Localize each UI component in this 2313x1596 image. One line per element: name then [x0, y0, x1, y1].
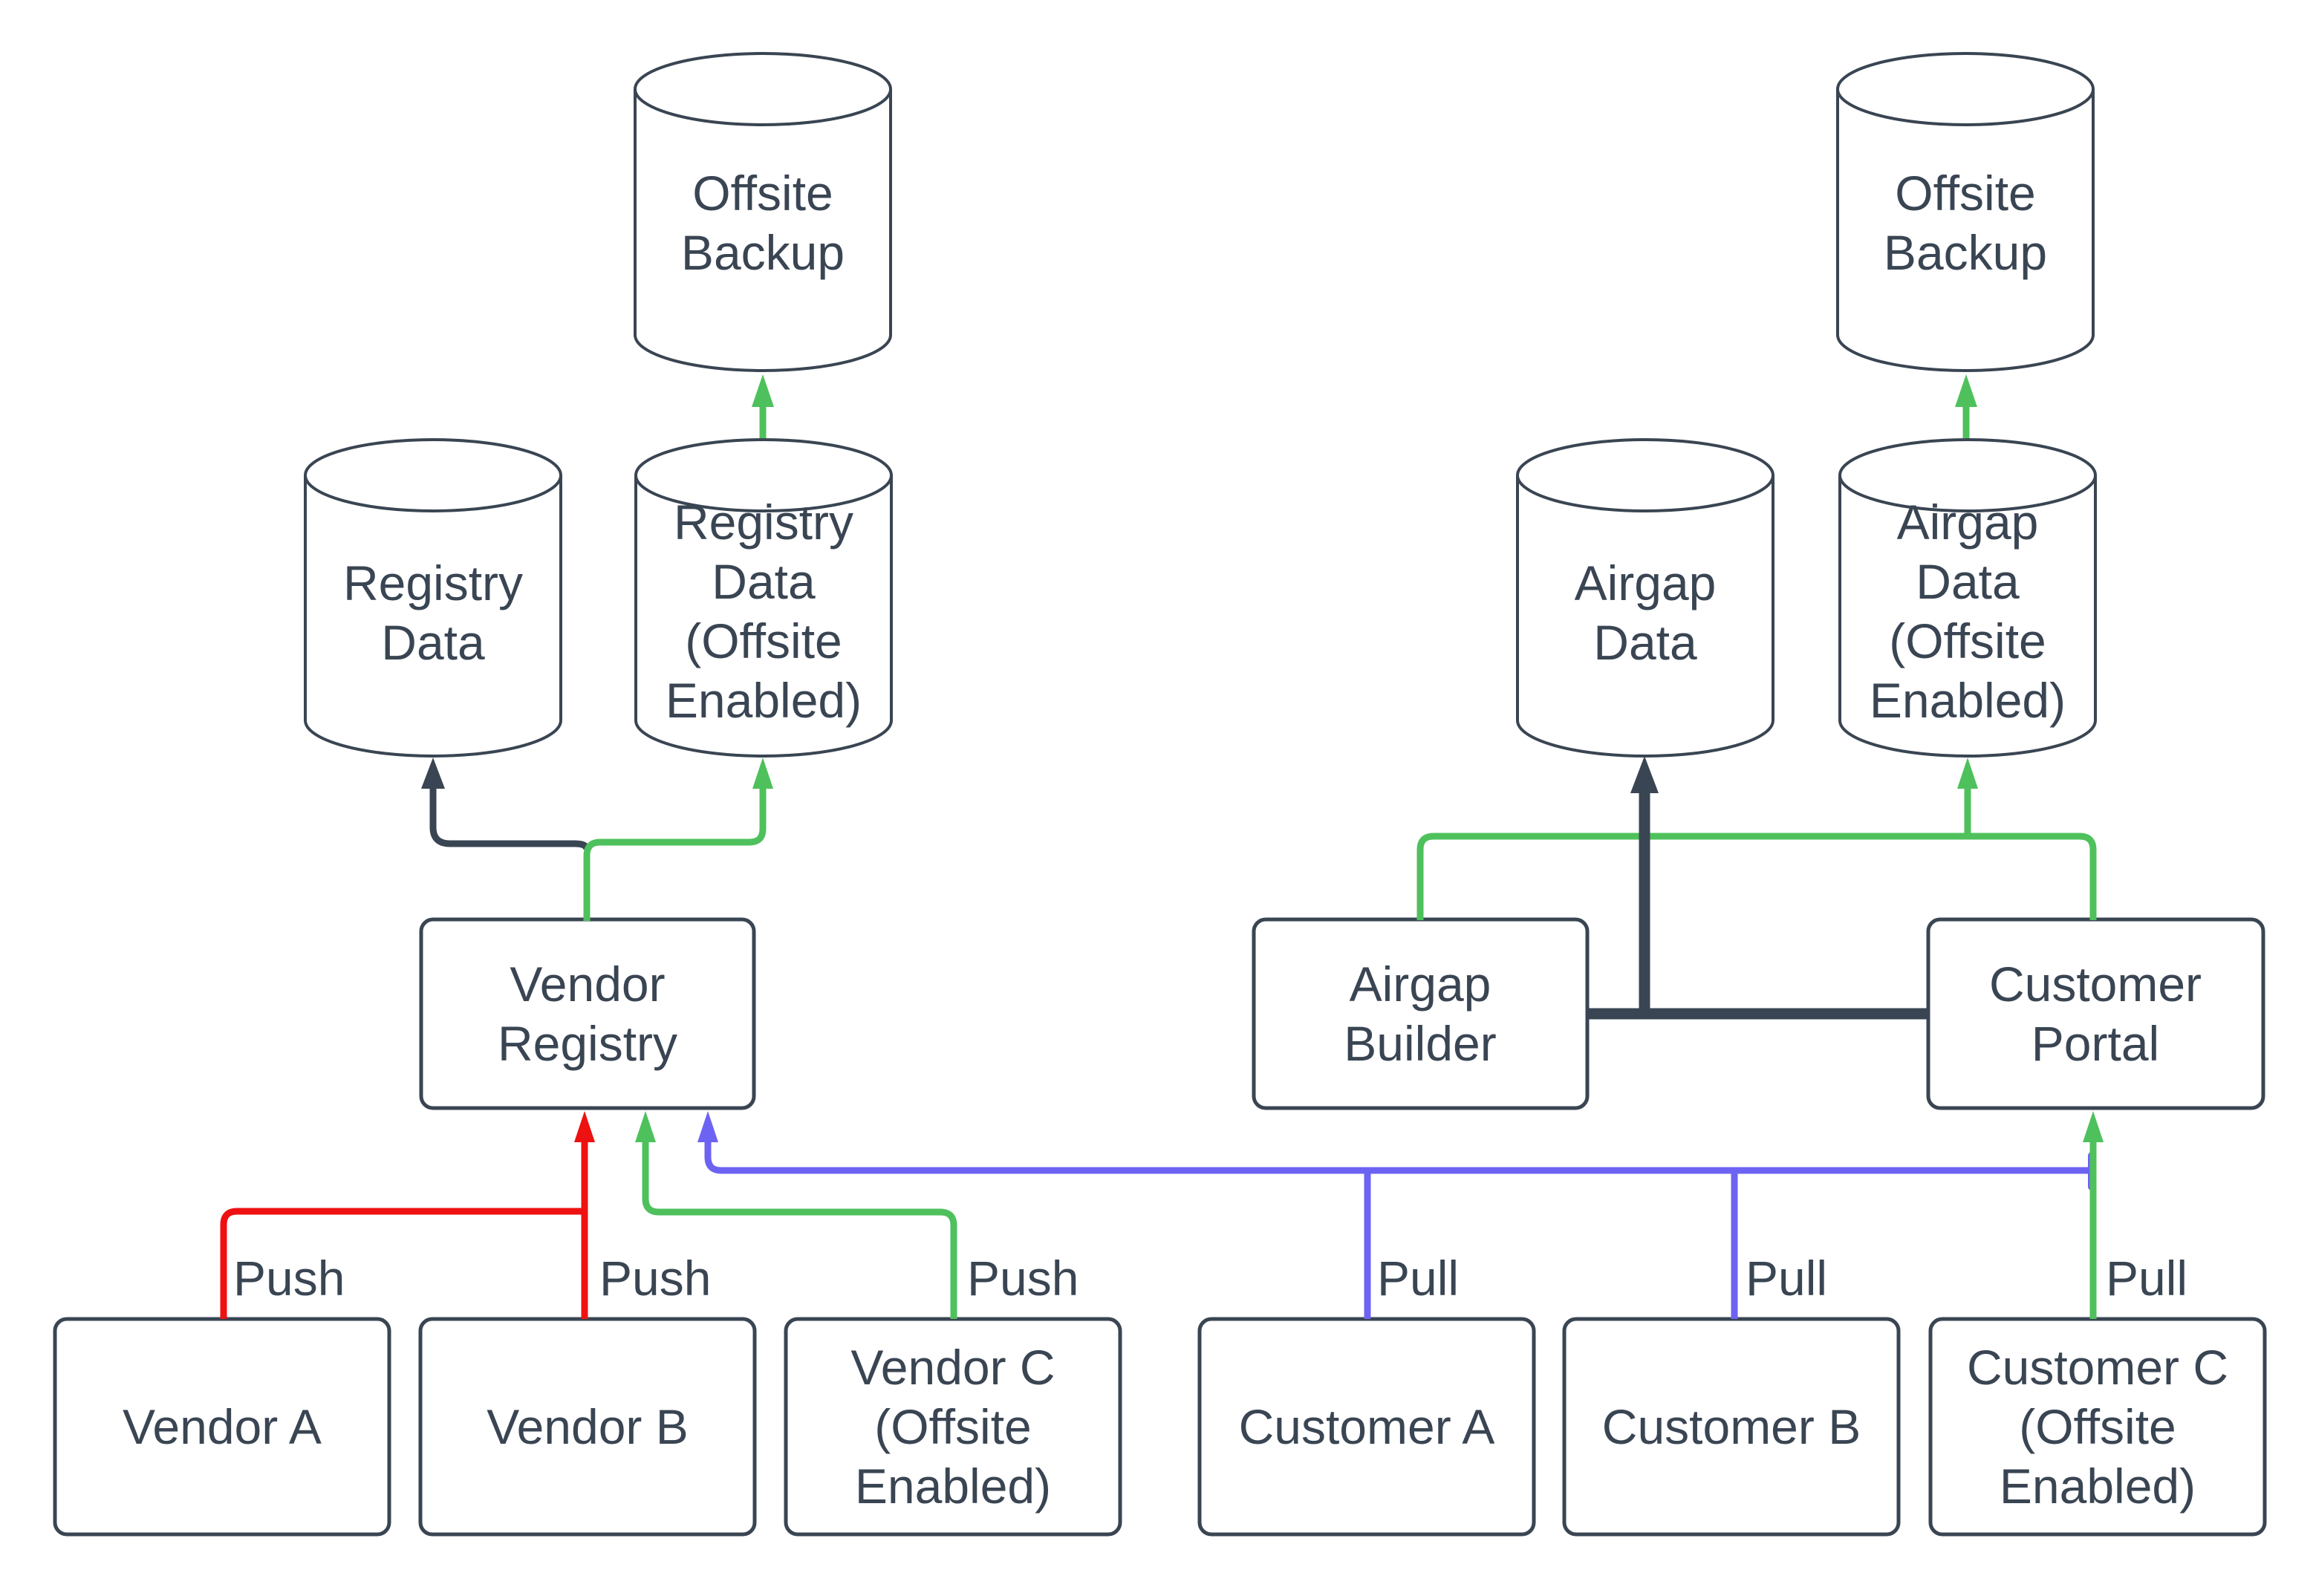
edge-vendor-registry-to-registry-data	[429, 789, 591, 850]
label-push-vendor-a: Push	[233, 1251, 345, 1306]
arrowhead-into-offsite-backup-right	[1955, 374, 1977, 407]
edge-pull-channel	[704, 1142, 2093, 1174]
arrowhead-offsite-push-into-vendor-registry	[635, 1111, 656, 1142]
label-airgap-builder: Airgap Builder	[1344, 957, 1497, 1071]
edge-vendor-c-push	[642, 1142, 957, 1319]
label-customer-b: Customer B	[1601, 1399, 1861, 1454]
label-vendor-c: Vendor C (Offsite Enabled)	[850, 1340, 1055, 1514]
label-registry-data-offsite: Registry Data (Offsite Enabled)	[665, 495, 862, 728]
label-pull-customer-b: Pull	[1746, 1251, 1828, 1306]
cylinder-airgap-data	[1516, 438, 1774, 758]
label-airgap-data: Airgap Data	[1574, 556, 1717, 670]
label-customer-portal: Customer Portal	[1988, 957, 2202, 1071]
label-customer-a: Customer A	[1238, 1399, 1495, 1454]
cylinder-airgap-data-offsite	[1838, 438, 2097, 758]
edge-vendor-a-push	[220, 1208, 583, 1319]
arrowhead-push-into-vendor-registry	[574, 1111, 595, 1142]
arrowhead-into-registry-data-offsite	[752, 758, 773, 789]
label-push-vendor-b: Push	[599, 1251, 712, 1306]
label-vendor-a: Vendor A	[123, 1399, 322, 1454]
edge-vendor-registry-to-registry-data-offsite	[583, 789, 767, 921]
cylinder-registry-data	[304, 438, 562, 758]
arrowhead-into-airgap-data-offsite	[1957, 758, 1978, 789]
edge-airgap-builder-to-customer-portal	[1416, 833, 2097, 920]
label-offsite-backup-left: Offsite Backup	[680, 166, 845, 280]
label-customer-c: Customer C (Offsite Enabled)	[1966, 1340, 2229, 1514]
arrowhead-into-offsite-backup-left	[752, 374, 774, 407]
cylinder-offsite-backup-left	[634, 52, 892, 372]
arrowhead-pull-into-customer-portal	[2083, 1111, 2104, 1142]
label-vendor-b: Vendor B	[487, 1399, 689, 1454]
cylinder-registry-data-offsite	[634, 438, 893, 758]
label-airgap-data-offsite: Airgap Data (Offsite Enabled)	[1869, 495, 2066, 728]
label-vendor-registry: Vendor Registry	[497, 957, 678, 1071]
node-customer-c-box	[1928, 1317, 2267, 1537]
arrowhead-into-airgap-data	[1630, 756, 1659, 793]
arrowhead-pull-into-vendor-registry	[697, 1111, 718, 1142]
label-pull-customer-a: Pull	[1377, 1251, 1460, 1306]
label-push-vendor-c: Push	[967, 1251, 1079, 1306]
arrowhead-into-registry-data	[421, 758, 445, 789]
cylinder-offsite-backup-right	[1836, 52, 2095, 372]
label-registry-data: Registry Data	[342, 556, 524, 670]
label-pull-customer-c: Pull	[2106, 1251, 2188, 1306]
label-offsite-backup-right: Offsite Backup	[1883, 166, 2048, 280]
